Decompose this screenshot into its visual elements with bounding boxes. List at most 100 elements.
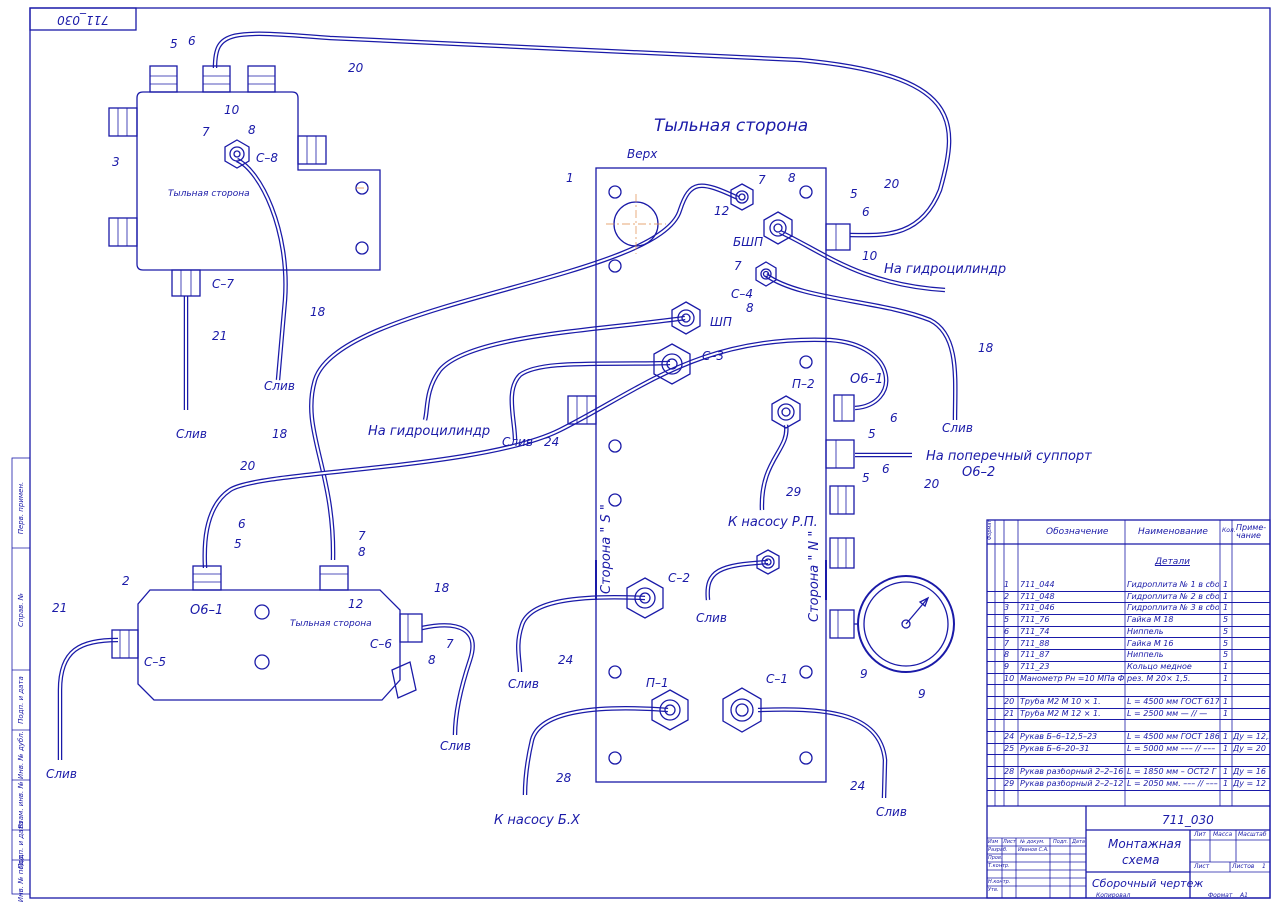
col-designation: Обозначение — [1046, 527, 1109, 537]
callout-6: 6 — [882, 462, 890, 476]
callout-21: 20 — [884, 177, 900, 191]
table-cell-designation: 711_044 — [1020, 581, 1055, 589]
col-qty: Кол. — [1222, 527, 1236, 534]
drain-label: Слив — [942, 421, 973, 435]
code-stamp-text: 711_030 — [57, 13, 109, 27]
scale-label: Масштаб — [1238, 831, 1267, 838]
table-cell-pos: 2 — [1004, 592, 1010, 601]
code-stamp-box — [29, 7, 137, 31]
callout-25: 24 — [544, 435, 560, 449]
table-row — [987, 755, 1270, 768]
c1-label: С–1 — [766, 672, 789, 686]
table-cell-designation: Труба М2 М 12 × 1. — [1020, 709, 1101, 718]
sheets-count: 1 — [1262, 863, 1266, 870]
plate-3 — [108, 65, 381, 297]
table-cell-designation: Рукав разборный 2–2–16 — [1020, 768, 1124, 777]
col-sign: Подп. — [1053, 839, 1069, 845]
o6-2-label: О6–2 — [962, 465, 996, 480]
table-cell-note: Ду = 16 — [1233, 768, 1266, 777]
sheet-frame — [29, 7, 1271, 899]
callout-7: 7 — [358, 529, 366, 543]
table-cell-qty: 1 — [1223, 662, 1229, 671]
table-cell-name: L = 2500 мм — // — — [1127, 709, 1208, 718]
table-cell-designation: Рукав Б–6–12,5–23 — [1020, 733, 1098, 742]
table-cell-pos: 20 — [1004, 698, 1015, 706]
side-s-label: Сторона " S " — [599, 504, 614, 594]
parts-table — [986, 519, 1271, 899]
to-cross-support: На поперечный суппорт — [926, 449, 1092, 464]
to-hydrocylinder-2: На гидроцилиндр — [368, 424, 491, 439]
format-label: Формат — [1208, 892, 1233, 899]
table-cell-name: рез. М 20× 1,5. — [1127, 674, 1191, 683]
table-cell-name: Ниппель — [1127, 651, 1164, 660]
to-hydrocylinder-1: На гидроцилиндр — [884, 262, 1007, 277]
role-dev: Разраб. — [988, 847, 1008, 853]
drain-label: Слив — [696, 611, 727, 625]
callout-6: 6 — [890, 411, 898, 425]
col-date: Дата — [1072, 839, 1085, 845]
col-name: Наименование — [1138, 527, 1208, 537]
callout-9: 9 — [860, 667, 868, 681]
table-cell-qty: 1 — [1223, 744, 1229, 753]
table-cell-qty: 5 — [1223, 627, 1229, 636]
callout-29: 29 — [786, 485, 802, 499]
table-cell-pos: 9 — [1004, 662, 1010, 671]
drain-label: Слив — [508, 677, 539, 691]
side-n-label: Сторона " N " — [807, 530, 822, 622]
callout-5: 5 — [850, 187, 858, 201]
callout-21: 20 — [924, 477, 940, 491]
c4-label: С–4 — [731, 287, 754, 301]
table-row — [987, 719, 1270, 733]
title-line1: Монтажная — [1108, 837, 1182, 851]
callout-28: 28 — [556, 771, 572, 785]
manometer — [854, 575, 955, 673]
role-tcontrol: Т.контр. — [988, 863, 1010, 869]
callout-2: 2 — [122, 574, 130, 588]
callout-18: 12 — [348, 597, 364, 611]
table-cell-designation: 711_23 — [1020, 662, 1050, 671]
table-cell-qty: 5 — [1223, 639, 1229, 648]
callout-8: 8 — [358, 545, 366, 559]
callout-20: 18 — [272, 427, 288, 441]
callout-21: 20 — [240, 459, 256, 473]
callout-7: 7 — [758, 173, 766, 187]
c5-label: С–5 — [144, 655, 167, 669]
back-side-small: Тыльная сторона — [168, 189, 250, 199]
table-cell-designation: Манометр Рн =10 МПа Ф 100 мм — [1020, 674, 1124, 683]
table-cell-name: L = 4500 мм ГОСТ 18698 — [1127, 733, 1219, 742]
callout-5: 5 — [170, 37, 178, 51]
table-cell-pos: 3 — [1004, 604, 1010, 613]
callout-25: 24 — [850, 779, 866, 793]
role-ncontrol: Н.контр. — [988, 879, 1011, 885]
table-cell-name: Кольцо медное — [1127, 662, 1192, 671]
table-cell-name: Гайка М 18 — [1127, 616, 1174, 625]
callout-25: 24 — [558, 653, 574, 667]
table-cell-qty: 1 — [1223, 581, 1229, 589]
table-cell-name: Ниппель — [1127, 627, 1164, 636]
table-cell-qty: 1 — [1223, 592, 1229, 601]
callout-12: 10 — [862, 249, 878, 263]
callout-21: 20 — [348, 61, 364, 75]
table-cell-qty: 1 — [1223, 674, 1229, 683]
table-cell-note: Ду = 12,5 — [1233, 733, 1269, 742]
top-label: Верх — [627, 147, 658, 161]
callout-20: 18 — [978, 341, 994, 355]
sheet-label: Лист — [1194, 863, 1210, 870]
table-cell-name: Гайка М 16 — [1127, 639, 1174, 648]
table-cell-qty: 5 — [1223, 616, 1229, 625]
title-line2: схема — [1122, 853, 1160, 867]
side-stamp: Перв. примен. Справ. № Подп. и дата Инв.… — [11, 457, 31, 902]
table-cell-pos: 7 — [1004, 639, 1010, 648]
table-cell-qty: 1 — [1223, 709, 1229, 718]
table-cell-qty: 1 — [1223, 698, 1229, 706]
callout-8: 8 — [428, 653, 436, 667]
table-cell-designation: 711_88 — [1020, 639, 1050, 648]
table-cell-name: L = 1850 мм – ОСТ2 Г 91–39–80 — [1127, 768, 1219, 777]
